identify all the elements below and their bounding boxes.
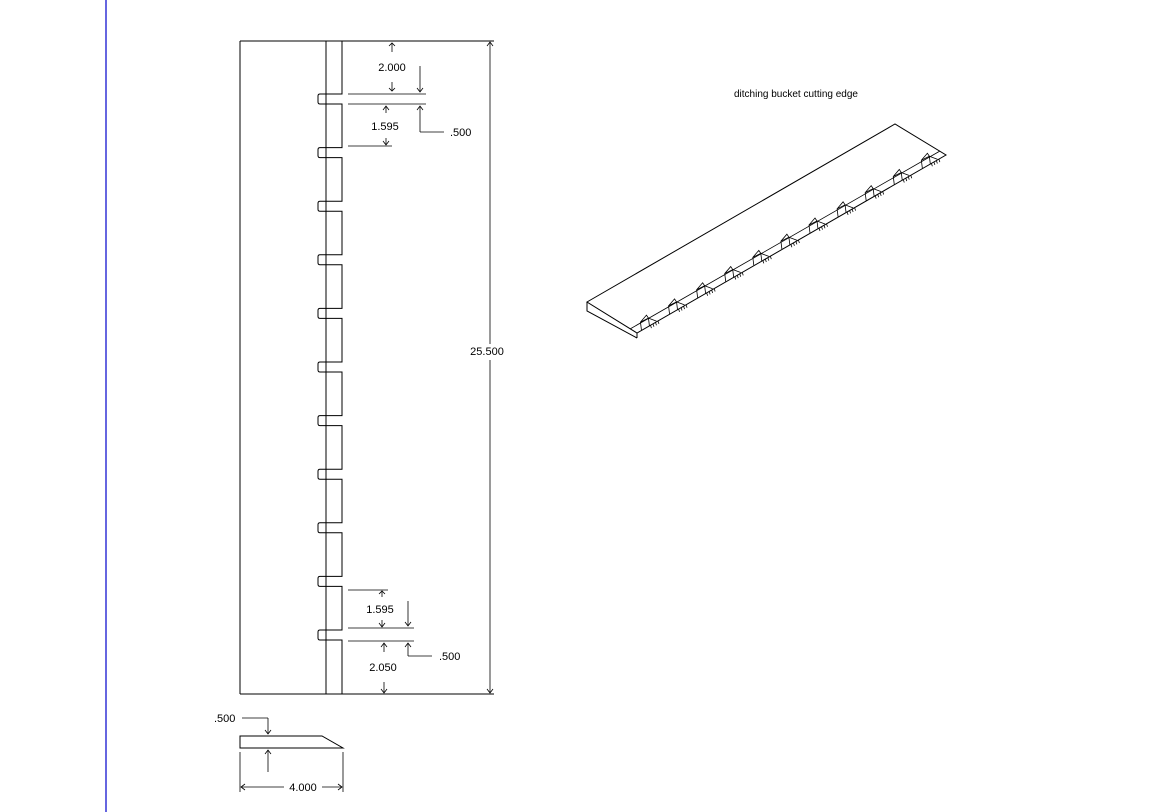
isometric-notch xyxy=(724,265,741,282)
bevel-hatch xyxy=(849,210,851,214)
plan-dimensions: 2.000 .500 1.595 25.500 1.595 xyxy=(348,41,504,694)
section-view: .500 4.000 xyxy=(214,713,345,794)
bevel-hatch xyxy=(877,194,880,198)
isometric-notch xyxy=(640,314,657,331)
bevel-hatch xyxy=(657,320,660,325)
bevel-hatch xyxy=(882,191,885,195)
isometric-notch xyxy=(836,201,854,217)
bevel-hatch xyxy=(708,291,711,295)
dim-top-offset: 2.000 xyxy=(378,62,406,74)
bevel-hatch xyxy=(823,225,826,229)
bevel-hatch xyxy=(739,273,742,277)
dim-bottom-spacing: 1.595 xyxy=(366,604,394,616)
bevel-hatch xyxy=(795,241,798,245)
bevel-hatch xyxy=(798,239,800,244)
isometric-notches xyxy=(640,152,941,331)
dim-bottom-notch-width: .500 xyxy=(439,651,460,663)
bevel-hatch xyxy=(685,304,688,308)
bevel-hatch xyxy=(711,289,714,294)
isometric-notch xyxy=(696,282,713,298)
plan-view xyxy=(239,40,494,695)
bevel-hatch xyxy=(879,192,882,196)
dim-top-notch-width: .500 xyxy=(450,127,471,139)
isometric-notch xyxy=(808,217,826,234)
bevel-hatch xyxy=(762,260,765,264)
bevel-hatch xyxy=(846,211,849,215)
bevel-hatch xyxy=(938,158,941,163)
dim-top-spacing: 1.595 xyxy=(371,121,399,133)
bevel-hatch xyxy=(818,227,821,232)
isometric-notch xyxy=(920,152,938,169)
bevel-hatch xyxy=(741,272,744,276)
isometric-view xyxy=(586,123,947,339)
isometric-notch xyxy=(668,298,685,314)
bevel-hatch xyxy=(930,163,933,167)
bevel-hatch xyxy=(713,288,716,292)
dim-section-thickness: .500 xyxy=(214,713,235,725)
dim-overall-length: 25.500 xyxy=(470,346,504,358)
bevel-hatch xyxy=(935,160,938,164)
bevel-hatch xyxy=(683,305,685,310)
bevel-hatch xyxy=(907,176,910,180)
bevel-hatch xyxy=(793,242,795,246)
bevel-hatch xyxy=(851,208,854,213)
isometric-notch xyxy=(752,249,769,266)
dim-section-width: 4.000 xyxy=(289,782,317,794)
bevel-hatch xyxy=(678,308,680,313)
isometric-notch xyxy=(780,233,798,250)
bevel-hatch xyxy=(874,195,877,199)
dim-bottom-offset: 2.050 xyxy=(369,662,397,674)
bevel-hatch xyxy=(734,276,737,280)
bevel-hatch xyxy=(790,244,793,248)
bevel-hatch xyxy=(736,275,739,279)
bevel-hatch xyxy=(764,258,767,263)
bevel-hatch xyxy=(826,223,828,227)
isometric-notch xyxy=(892,168,910,185)
bevel-hatch xyxy=(650,324,652,329)
bevel-hatch xyxy=(905,177,908,182)
bevel-hatch xyxy=(655,322,657,326)
bevel-hatch xyxy=(652,323,655,327)
drawing-title: ditching bucket cutting edge xyxy=(734,89,858,100)
bevel-hatch xyxy=(769,256,772,260)
bevel-hatch xyxy=(680,307,683,311)
bevel-hatch xyxy=(910,175,913,179)
bevel-hatch xyxy=(933,161,936,166)
cutting-edge-strip xyxy=(317,41,343,694)
bevel-hatch xyxy=(902,179,905,183)
bevel-hatch xyxy=(854,207,856,211)
isometric-notch xyxy=(864,184,882,201)
bevel-hatch xyxy=(706,292,709,296)
bevel-hatch xyxy=(821,226,823,230)
bevel-hatch xyxy=(767,257,770,261)
